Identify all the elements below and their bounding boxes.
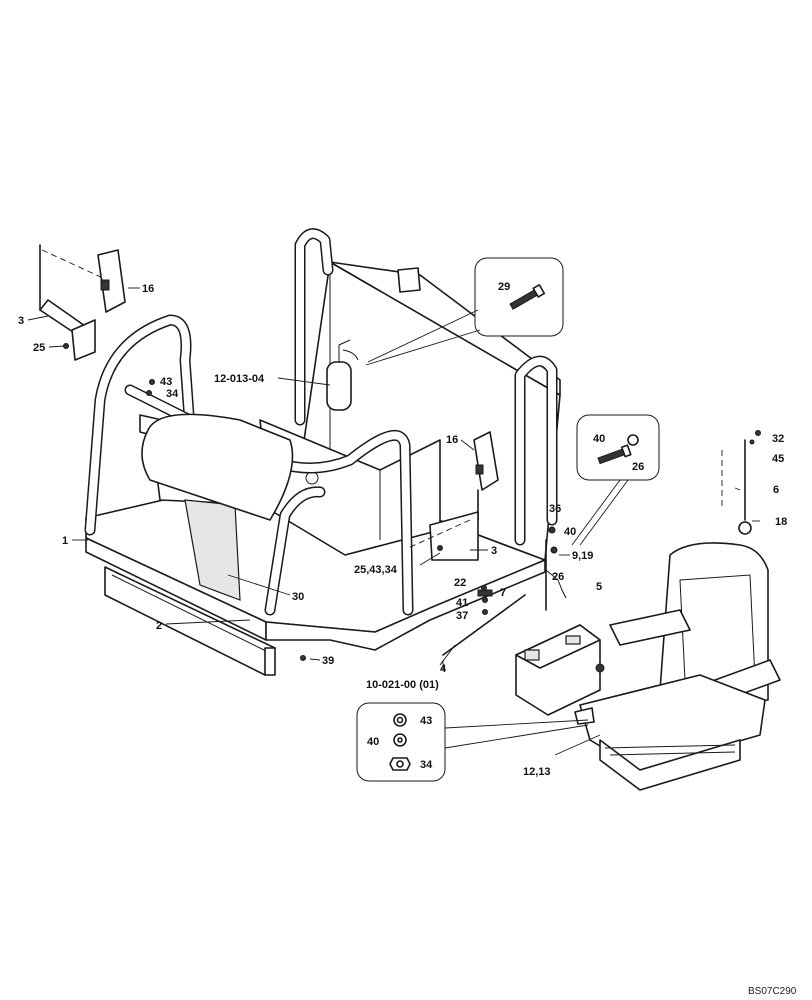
label-12-13: 12,13 (523, 766, 551, 778)
tank-cylinder (141, 413, 294, 521)
label-16-left: 16 (142, 283, 154, 295)
label-45: 45 (772, 453, 784, 465)
label-36: 36 (549, 503, 561, 515)
label-37: 37 (456, 610, 468, 622)
label-34-upper: 34 (166, 388, 179, 400)
label-30: 30 (292, 591, 304, 603)
label-5: 5 (596, 581, 602, 593)
label-22: 22 (454, 577, 466, 589)
leader-lines (27, 287, 760, 756)
callout-29 (365, 257, 564, 366)
drawing-code: BS07C290 (748, 986, 797, 997)
callout-hardware (356, 702, 589, 782)
label-43-upper: 43 (160, 376, 172, 388)
label-1: 1 (62, 535, 68, 547)
label-39: 39 (322, 655, 334, 667)
label-10-021-00: 10-021-00 (01) (366, 679, 439, 691)
left-mirror (39, 244, 126, 361)
label-26-callout: 26 (632, 461, 644, 473)
label-34-callout: 34 (420, 759, 433, 771)
fire-extinguisher (326, 339, 359, 411)
label-16-right: 16 (446, 434, 458, 446)
label-26-chain: 26 (552, 571, 564, 583)
label-6: 6 (773, 484, 779, 496)
label-40-hardware: 40 (367, 736, 379, 748)
rear-bracket (397, 267, 421, 293)
part-labels: 16 3 25 43 34 12-013-04 29 16 1 40 26 32… (18, 281, 787, 778)
label-18: 18 (775, 516, 787, 528)
label-3-right: 3 (491, 545, 497, 557)
label-40-pin: 40 (564, 526, 576, 538)
control-box (515, 624, 605, 716)
label-40-callout: 40 (593, 433, 605, 445)
label-4: 4 (440, 663, 447, 675)
label-7: 7 (500, 587, 506, 599)
pin-chain (545, 526, 567, 611)
callout-40-26 (571, 414, 660, 546)
label-32: 32 (772, 433, 784, 445)
label-2: 2 (156, 620, 162, 632)
label-3-left: 3 (18, 315, 24, 327)
label-25: 25 (33, 342, 45, 354)
label-41: 41 (456, 597, 468, 609)
label-43-callout: 43 (420, 715, 432, 727)
lift-rod (439, 594, 526, 666)
step (104, 566, 276, 676)
operator-seat (574, 542, 781, 791)
label-9-19: 9,19 (572, 550, 593, 562)
label-12-013-04: 12-013-04 (214, 373, 265, 385)
small-fasteners (63, 343, 493, 661)
warning-pole (721, 430, 761, 535)
label-29: 29 (498, 281, 510, 293)
label-25-43-34: 25,43,34 (354, 564, 398, 576)
